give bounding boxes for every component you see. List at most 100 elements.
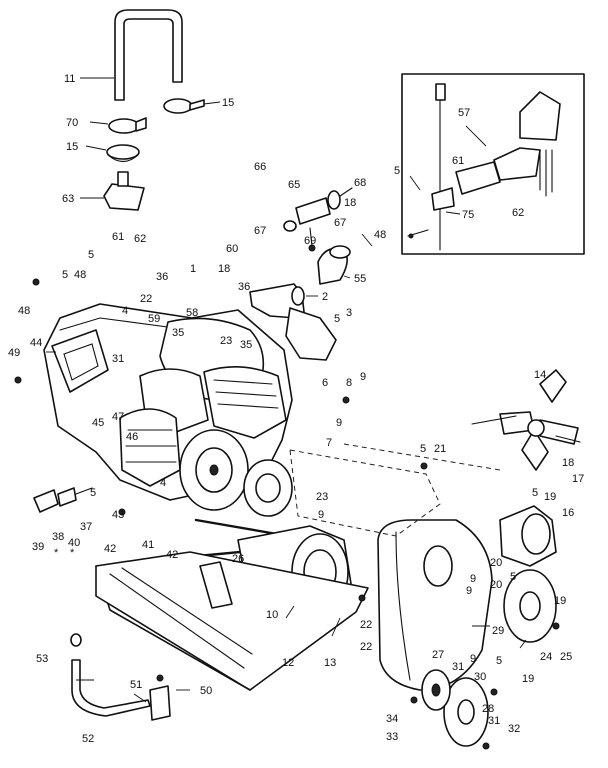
callout-12: 12 [282,657,294,669]
engine-pulley-right [243,459,293,517]
callout-11: 11 [64,73,75,85]
callout-24: 24 [540,651,552,663]
callout-61: 61 [452,155,464,167]
callout-25: 25 [560,651,572,663]
callout-7: 7 [326,437,332,449]
callout-8: 8 [346,377,352,389]
callout-4: 4 [122,305,128,317]
callout-67: 67 [334,217,346,229]
callout-65: 65 [288,179,300,191]
callout-13: 13 [324,657,336,669]
callout-61: 61 [112,231,124,243]
callout-51: 51 [130,679,142,691]
callout-18: 18 [562,457,574,469]
leader-lines [46,77,527,703]
callout-40: 40 [68,537,80,549]
callout-29: 29 [492,625,504,637]
callout-5: 5 [90,487,96,499]
base-plate [95,551,369,691]
fan-14 [471,369,581,471]
callout-38: 38 [52,531,64,543]
water-hose-52 [70,633,171,721]
detail-inset [401,73,585,255]
belt-guard-housing [377,519,493,691]
callout-44: 44 [30,337,42,349]
mounting-bracket-2 [249,283,337,361]
callout-46: 46 [126,431,138,443]
callout-5: 5 [510,571,516,583]
callout-18: 18 [344,197,356,209]
callout-70: 70 [66,117,78,129]
handle-base-63 [103,171,145,211]
callout-2: 2 [322,291,328,303]
guard-panel-dashed [289,443,501,537]
clamp-70 [108,117,147,134]
asterisk-40: * [70,547,75,559]
fitting-68 [327,187,353,210]
hose-clamp-upper [163,98,205,114]
callout-37: 37 [80,521,92,533]
lower-pulley-28 [443,677,489,747]
asterisk-38: * [54,547,59,559]
bearing-27 [421,669,451,711]
callout-15: 15 [66,141,78,153]
callout-34: 34 [386,713,398,725]
callout-50: 50 [200,685,212,697]
callout-5: 5 [62,269,68,281]
air-intake-55 [317,245,351,285]
callout-5: 5 [532,487,538,499]
callout-5: 5 [394,165,400,177]
callout-31: 31 [112,353,124,365]
hose-clamp-lower [106,144,140,163]
callout-9: 9 [318,509,324,521]
callout-23: 23 [316,491,328,503]
callout-75: 75 [462,209,474,221]
callout-19: 19 [544,491,556,503]
callout-22: 22 [140,293,152,305]
callout-17: 17 [572,473,584,485]
fitting-67-69 [283,197,331,252]
callout-5: 5 [334,313,340,325]
callout-18: 18 [218,263,230,275]
callout-1: 1 [190,263,196,275]
callout-58: 58 [186,307,198,319]
callout-9: 9 [466,585,472,597]
callout-5: 5 [88,249,94,261]
callout-47: 47 [112,411,124,423]
callout-67: 67 [254,225,266,237]
callout-9: 9 [470,573,476,585]
callout-14: 14 [534,369,546,381]
callout-32: 32 [508,723,520,735]
callout-6: 6 [322,377,328,389]
callout-22: 22 [360,641,372,653]
callout-48: 48 [18,305,30,317]
callout-55: 55 [354,273,366,285]
callout-28: 28 [482,703,494,715]
callout-57: 57 [458,107,470,119]
callout-27: 27 [432,649,444,661]
callout-9: 9 [470,653,476,665]
callout-52: 52 [82,733,94,745]
callout-48: 48 [374,229,386,241]
clutch-disc-24 [503,569,557,643]
callout-22: 22 [360,619,372,631]
callout-5: 5 [496,655,502,667]
fuel-valve-39 [33,487,93,513]
drive-pulley-16 [499,505,557,567]
callout-26: 26 [232,553,244,565]
callout-62: 62 [134,233,146,245]
callout-48: 48 [74,269,86,281]
handle-tube [114,9,183,101]
callout-20: 20 [490,557,502,569]
callout-23: 23 [220,335,232,347]
callout-63: 63 [62,193,74,205]
hardware-fasteners [14,278,560,750]
callout-42: 42 [166,549,178,561]
callout-30: 30 [474,671,486,683]
callout-9: 9 [360,371,366,383]
callout-33: 33 [386,731,398,743]
callout-41: 41 [142,539,154,551]
callout-31: 31 [452,661,464,673]
callout-10: 10 [266,609,278,621]
callout-39: 39 [32,541,44,553]
